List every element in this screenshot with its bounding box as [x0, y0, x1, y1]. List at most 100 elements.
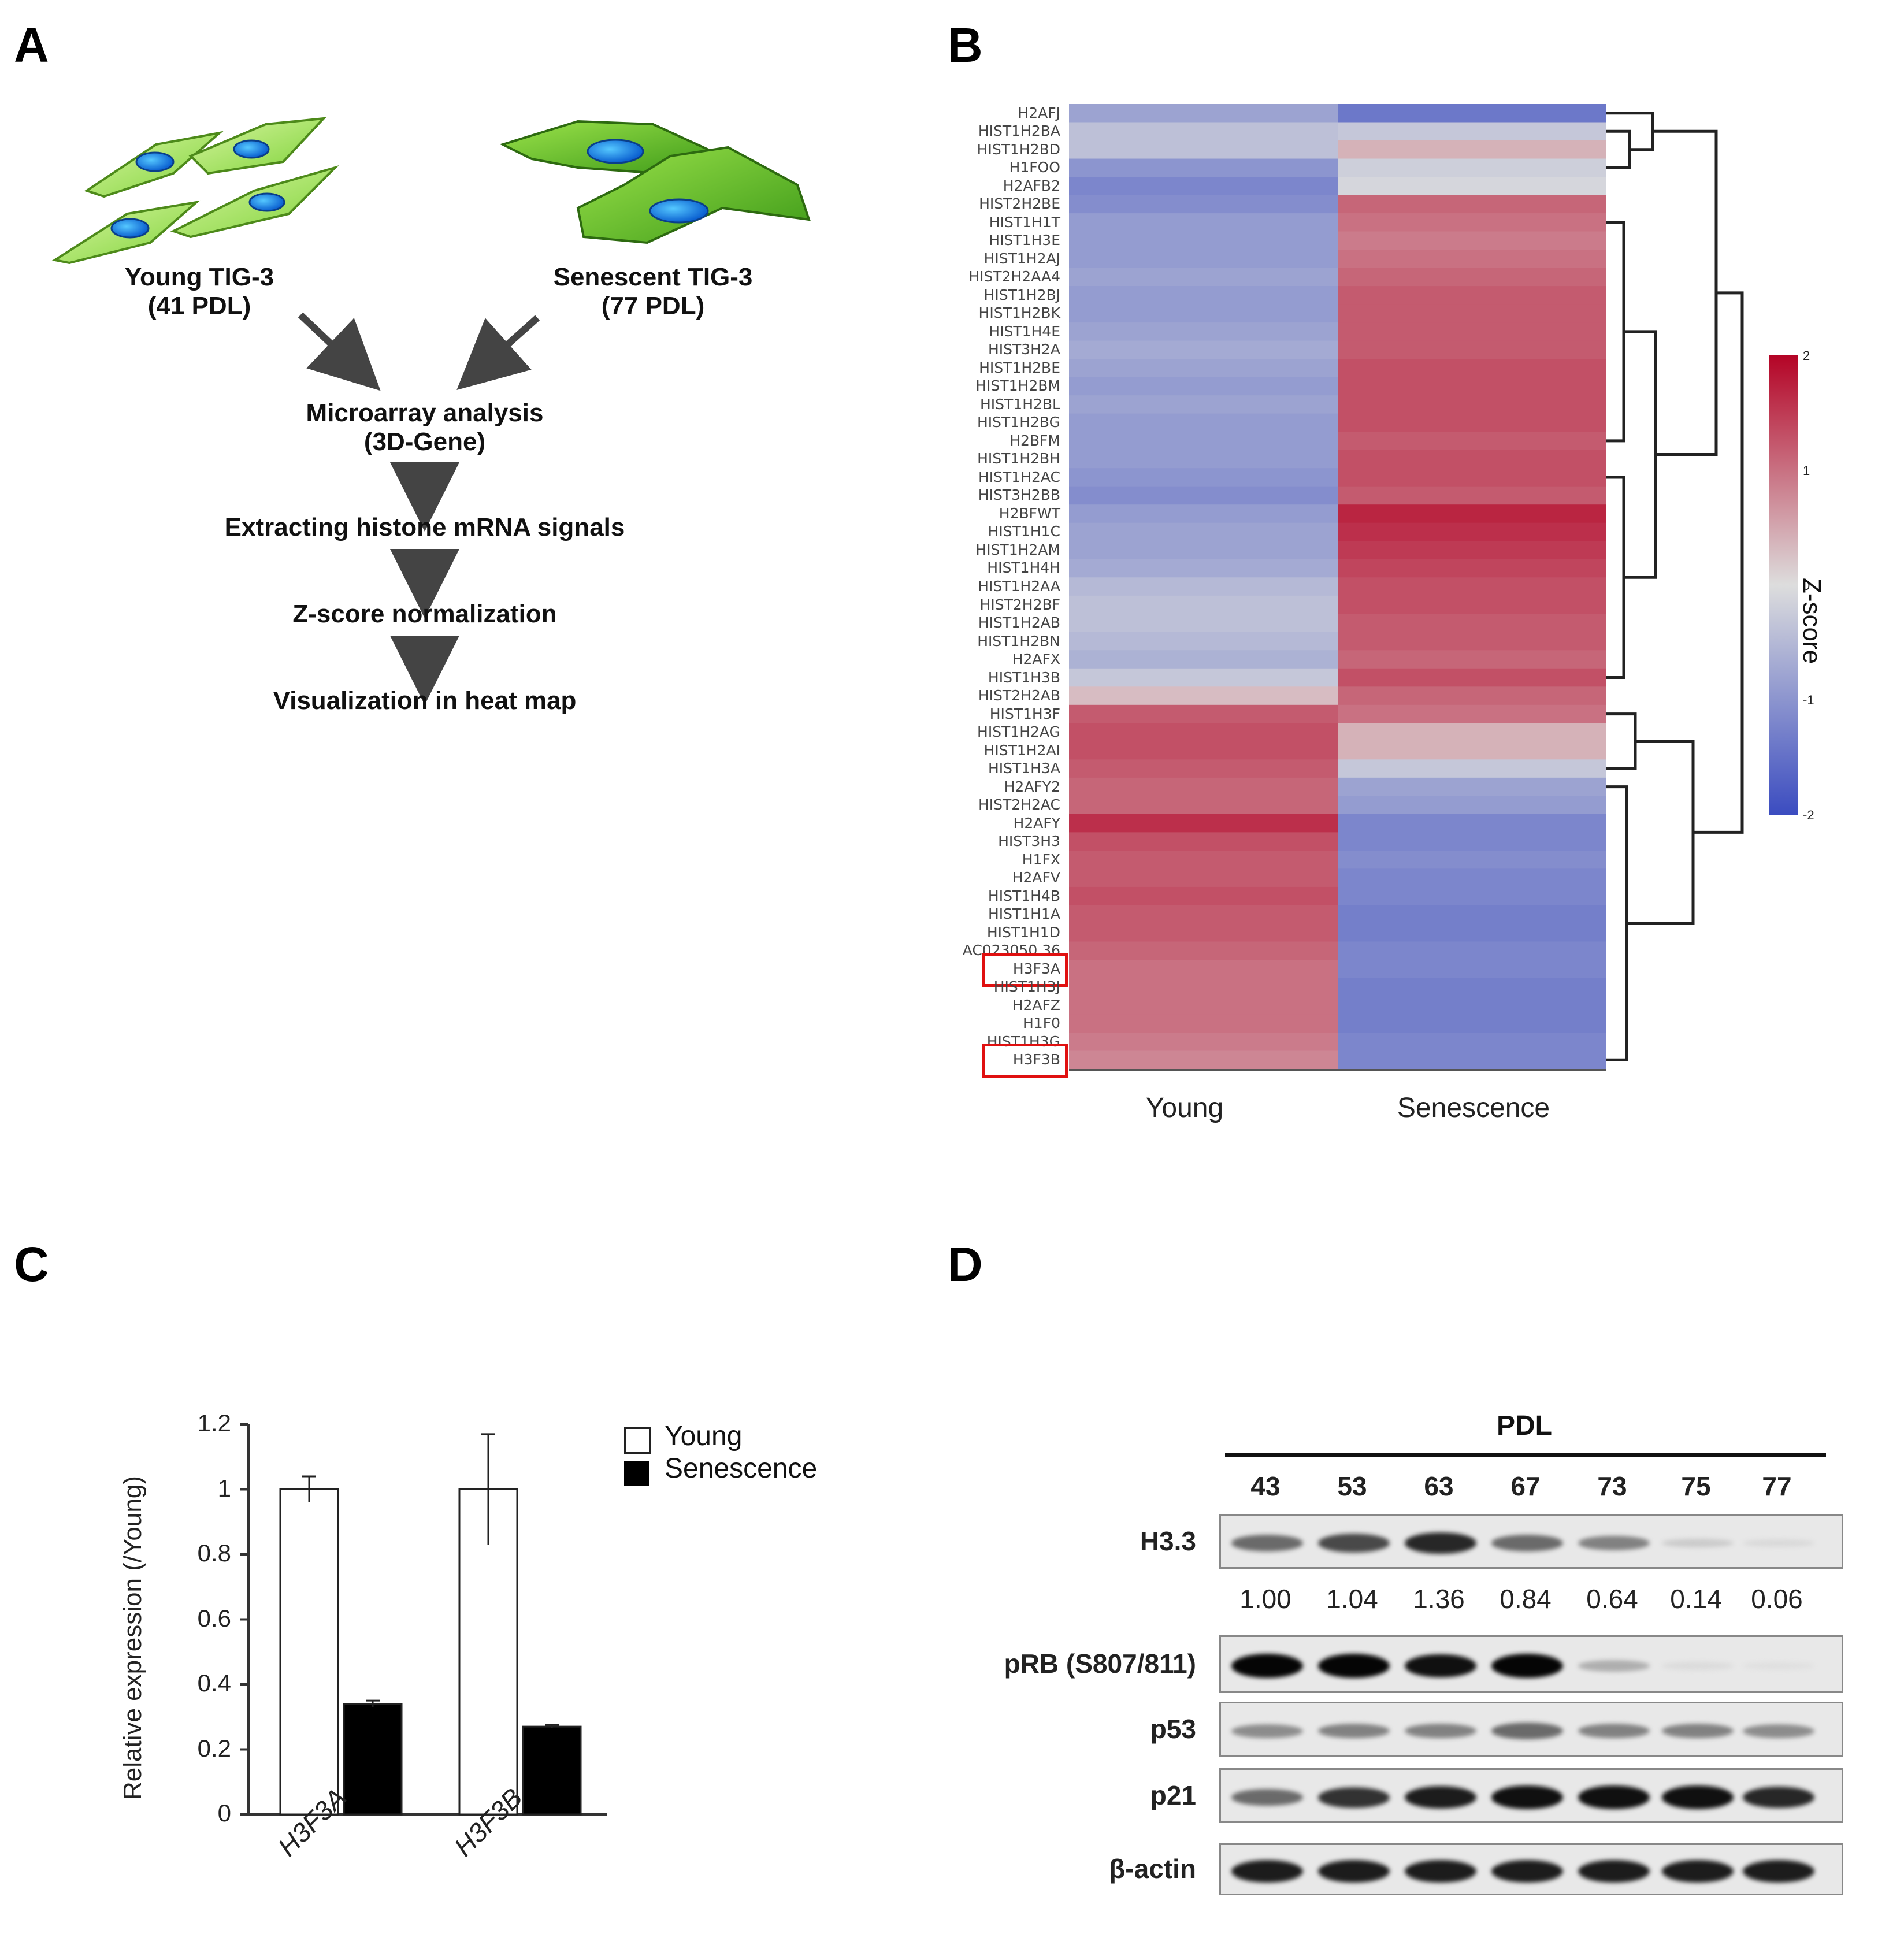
colorbar — [1769, 355, 1798, 815]
blot-band-3-1 — [1318, 1787, 1390, 1808]
heatmap-cell-H3F3A-Young — [1069, 959, 1338, 979]
heatmap-cell-H2AFJ-Young — [1069, 104, 1338, 123]
gene-label-H1F0: H1F0 — [1023, 1015, 1060, 1032]
pdl-header-line — [1225, 1453, 1826, 1457]
blot-strip-2 — [1219, 1702, 1843, 1757]
heatmap-cell-HIST1H4B-Young — [1069, 886, 1338, 906]
gene-label-HIST1H2BE: HIST1H2BE — [979, 359, 1060, 376]
heatmap-cell-HIST1H3E-Senescence — [1338, 231, 1606, 250]
gene-label-HIST1H2BL: HIST1H2BL — [979, 395, 1060, 413]
blot-band-4-6 — [1743, 1859, 1814, 1883]
heatmap-cell-AC023050.36-Senescence — [1338, 941, 1606, 960]
heatmap-cell-HIST1H2BD-Senescence — [1338, 140, 1606, 159]
blot-band-1-5 — [1662, 1662, 1734, 1670]
heatmap-cell-H2AFJ-Senescence — [1338, 104, 1606, 123]
heatmap-cells — [1069, 104, 1606, 1071]
panel-letter-a: A — [14, 18, 49, 72]
gene-label-HIST1H2AA: HIST1H2AA — [978, 578, 1060, 595]
gene-label-HIST1H2BK: HIST1H2BK — [978, 305, 1060, 322]
gene-label-HIST1H2BJ: HIST1H2BJ — [983, 286, 1060, 303]
heatmap-cell-HIST1H3F-Senescence — [1338, 704, 1606, 723]
legend-senescence-swatch — [624, 1461, 649, 1486]
gene-label-H2BFM: H2BFM — [1009, 432, 1060, 449]
gene-label-HIST1H1C: HIST1H1C — [988, 523, 1060, 540]
bar-chart-svg — [240, 1423, 607, 1816]
heatmap-cell-HIST1H1A-Young — [1069, 905, 1338, 924]
legend-young-swatch — [624, 1427, 651, 1454]
senescent-pdl-label: (77 PDL) — [601, 292, 705, 320]
blot-strip-0 — [1219, 1514, 1843, 1569]
gene-label-H1FOO: H1FOO — [1009, 159, 1060, 176]
heatmap-cell-H1FX-Young — [1069, 850, 1338, 869]
blot-band-1-6 — [1743, 1662, 1814, 1670]
gene-label-H2AFY: H2AFY — [1013, 814, 1060, 831]
gene-label-H2BFWT: H2BFWT — [999, 504, 1060, 522]
gene-label-HIST1H2AC: HIST1H2AC — [978, 468, 1060, 485]
gene-label-HIST1H3J: HIST1H3J — [993, 978, 1060, 996]
gene-label-H2AFX: H2AFX — [1012, 651, 1060, 668]
blot-band-4-4 — [1578, 1859, 1650, 1883]
gene-label-AC023050.36: AC023050.36 — [962, 942, 1060, 959]
heatmap-cell-H1F0-Young — [1069, 1014, 1338, 1033]
dendro-top-a — [1606, 129, 1631, 169]
heatmap-cell-HIST1H2AI-Senescence — [1338, 741, 1606, 760]
blot-label-0: H3.3 — [1140, 1525, 1196, 1556]
bar-y-label: Relative expression (/Young) — [118, 1476, 147, 1800]
heatmap-cell-H2AFY2-Young — [1069, 777, 1338, 796]
gene-label-H2AFV: H2AFV — [1012, 869, 1060, 886]
pdl-value-77: 77 — [1762, 1471, 1792, 1501]
panel-letter-b: B — [948, 18, 983, 72]
heatmap-cell-H2BFWT-Young — [1069, 504, 1338, 524]
gene-label-HIST2H2BE: HIST2H2BE — [979, 195, 1060, 213]
heatmap-cell-AC023050.36-Young — [1069, 941, 1338, 960]
gene-label-H3F3B: H3F3B — [1012, 1051, 1060, 1068]
bar-H3F3A-Senescence — [343, 1703, 403, 1816]
heatmap-cell-HIST1H2AI-Young — [1069, 741, 1338, 760]
heatmap-cell-HIST1H1T-Senescence — [1338, 213, 1606, 232]
heatmap-cell-HIST1H2BL-Young — [1069, 395, 1338, 414]
heatmap-cell-H1FOO-Young — [1069, 158, 1338, 177]
gene-label-HIST2H2AB: HIST2H2AB — [978, 687, 1060, 704]
legend-young-label: Young — [665, 1421, 743, 1452]
blot-label-1: pRB (S807/811) — [1004, 1649, 1196, 1679]
blot-strip-3 — [1219, 1768, 1843, 1823]
blot-band-2-6 — [1743, 1724, 1814, 1738]
h33-quant-value: 0.14 — [1670, 1584, 1722, 1614]
heatmap-cell-HIST2H2BF-Senescence — [1338, 595, 1606, 614]
heatmap-cell-HIST3H2BB-Young — [1069, 486, 1338, 505]
heatmap-cell-HIST1H2AA-Senescence — [1338, 577, 1606, 596]
gene-label-HIST1H2AJ: HIST1H2AJ — [983, 250, 1060, 267]
heatmap-cell-HIST1H2BM-Senescence — [1338, 377, 1606, 396]
highlight-box-H3F3A — [982, 952, 1068, 988]
bar-y-tick-label: 0.2 — [197, 1734, 231, 1762]
heatmap-cell-HIST1H3A-Senescence — [1338, 759, 1606, 778]
heatmap-cell-HIST1H2AC-Young — [1069, 468, 1338, 487]
heatmap-cell-H2BFM-Senescence — [1338, 432, 1606, 451]
blot-band-1-2 — [1405, 1654, 1476, 1678]
heatmap-cell-H2AFV-Young — [1069, 868, 1338, 888]
heatmap-cell-HIST1H3A-Young — [1069, 759, 1338, 778]
heatmap-cell-HIST3H2A-Senescence — [1338, 340, 1606, 359]
dendro-low-b — [1606, 785, 1628, 1061]
colorbar-tick: -1 — [1803, 693, 1814, 708]
dendrogram — [1606, 112, 1744, 1061]
bar-H3F3B-Senescence — [522, 1725, 582, 1816]
gene-label-HIST1H2BG: HIST1H2BG — [977, 414, 1060, 431]
heatmap-cell-HIST1H2AB-Senescence — [1338, 614, 1606, 633]
colorbar-tick: 2 — [1803, 348, 1810, 363]
bar-marks — [279, 1433, 582, 1816]
step-visualization: Visualization in heat map — [273, 686, 577, 715]
panel-letter-c: C — [14, 1237, 49, 1291]
heatmap-cell-HIST1H4E-Young — [1069, 322, 1338, 341]
panel-letter-d: D — [948, 1237, 983, 1291]
young-pdl-label: (41 PDL) — [147, 292, 251, 320]
dendro-mid-b — [1606, 476, 1625, 680]
heatmap-cell-HIST2H2BF-Young — [1069, 595, 1338, 614]
blot-band-1-3 — [1491, 1654, 1563, 1678]
gene-label-HIST1H1D: HIST1H1D — [986, 923, 1060, 941]
heatmap-cell-HIST1H2BE-Young — [1069, 359, 1338, 378]
heatmap-cell-HIST1H2BD-Young — [1069, 140, 1338, 159]
heatmap-cell-HIST1H2BK-Senescence — [1338, 304, 1606, 323]
blot-label-2: p53 — [1150, 1713, 1196, 1744]
blot-band-3-3 — [1491, 1785, 1563, 1809]
